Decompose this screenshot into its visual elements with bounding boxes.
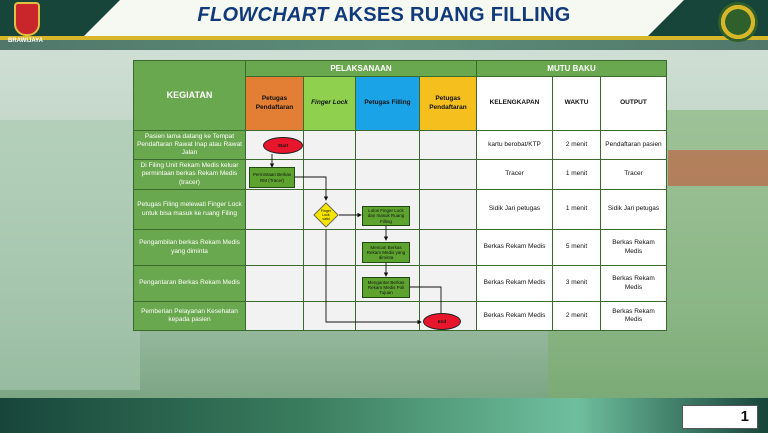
mengantar-node: Mengantar Berkas Rekam Medis Poli Tujuan bbox=[362, 277, 410, 298]
arrow-mengantar-down bbox=[410, 287, 441, 313]
mencari-node: Mencari Berkas Rekam Medis yang diminta bbox=[362, 242, 410, 263]
title-rest: AKSES RUANG FILLING bbox=[329, 4, 571, 26]
background-building-left bbox=[0, 120, 140, 390]
decision-label: Finger Lock valid bbox=[319, 209, 333, 221]
title-italic: FLOWCHART bbox=[197, 4, 328, 26]
slide-title: FLOWCHART AKSES RUANG FILLING bbox=[0, 4, 768, 27]
arrow-permintaan-to-decision bbox=[295, 177, 326, 200]
background-sign bbox=[668, 150, 768, 186]
flowchart-table-wrapper: KEGIATAN PELAKSANAAN MUTU BAKU Petugas P… bbox=[133, 60, 667, 331]
header-green-stripe bbox=[0, 40, 768, 50]
end-node: End bbox=[423, 313, 461, 330]
logo-left-label: BRAWIJAYA bbox=[8, 38, 43, 44]
lolos-node: Lolos Finger Lock dan masuk Ruang Fillin… bbox=[362, 206, 410, 226]
page-number: 1 bbox=[682, 405, 758, 429]
start-node: Start bbox=[263, 137, 303, 154]
footer-bar bbox=[0, 398, 768, 433]
permintaan-node: Permintaan Berkas RM (Tracer) bbox=[249, 167, 295, 188]
